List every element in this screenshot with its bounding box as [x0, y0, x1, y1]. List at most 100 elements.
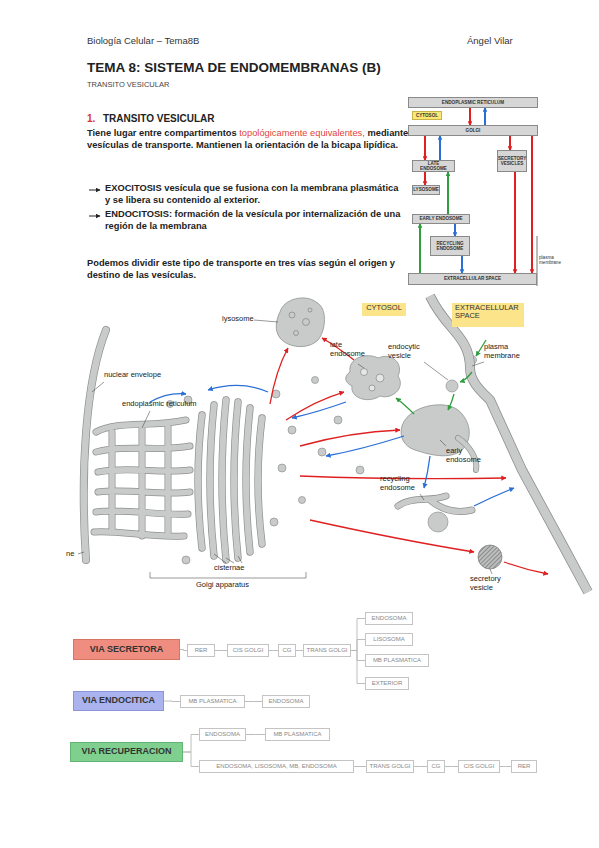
body-text: Podemos dividir este tipo de transporte …	[87, 258, 405, 281]
step-box: TRANS GOLGI	[303, 644, 351, 657]
node-text: ENDOPLASMIC RETICULUM	[442, 100, 504, 105]
node-text: RER	[518, 763, 531, 770]
flow-connector	[351, 619, 365, 651]
compartment-box: SECRETORY VESICLES	[497, 150, 527, 172]
part-label: cisternae	[214, 563, 244, 572]
body-text: Tiene lugar entre compartimentos	[87, 128, 237, 138]
node-text: VIA ENDOCITICA	[82, 696, 155, 706]
er-tubules	[94, 420, 190, 536]
node-text: SECRETORY VESICLES	[498, 156, 526, 166]
node-text: TRANS GOLGI	[369, 763, 410, 770]
compartment-box: EARLY ENDOSOME	[412, 214, 470, 224]
flow-connector	[245, 701, 262, 702]
bullet-text: ENDOCITOSIS: formación de la vesícula po…	[105, 209, 405, 232]
flow-connector	[164, 701, 180, 703]
step-box: EXTERIOR	[365, 677, 409, 690]
part-label: ne	[66, 549, 74, 558]
node-text: LISOSOMA	[373, 636, 404, 643]
part-label: plasma membrane	[484, 342, 534, 361]
transport-arrow	[514, 172, 516, 273]
bullet-text: EXOCITOSIS vesícula que se fusiona con l…	[105, 183, 405, 206]
transport-arrow	[531, 136, 533, 273]
illustration-area	[68, 296, 590, 594]
node-text: ENDOSOMA	[205, 731, 240, 738]
part-label: endocytic vesicle	[388, 342, 432, 361]
compartment-box: LATE ENDOSOME	[412, 160, 455, 172]
transport-arrow	[509, 136, 511, 150]
region-tag: CYTOSOL	[412, 111, 442, 120]
step-box: ENDOSOMA	[365, 612, 413, 625]
subtitle: TRANSITO VESICULAR	[87, 80, 169, 89]
transport-arrow	[454, 224, 456, 236]
compartment-box: GOLGI	[408, 125, 538, 136]
part-label: nuclear envelope	[104, 370, 161, 379]
step-box: MB PLASMATICA	[265, 728, 330, 741]
transport-arrow	[461, 256, 463, 273]
step-box: TRANS GOLGI	[366, 760, 414, 773]
lysosome-shape	[276, 298, 324, 347]
compartment-box: LYSOSOME	[412, 185, 440, 195]
vesicles	[167, 356, 477, 565]
node-text: MB PLASMATICA	[373, 657, 421, 664]
part-label: lysosome	[222, 314, 254, 323]
secretory-vesicle-shape	[478, 545, 502, 569]
part-label: endoplasmic reticulum	[122, 399, 197, 408]
transport-arrows	[150, 338, 548, 574]
region-tag: CYTOSOL	[362, 303, 406, 316]
header-text: Biología Celular – Tema8B	[87, 35, 199, 47]
pathway-box: VIA RECUPERACION	[70, 742, 183, 762]
step-box: ENDOSOMA	[262, 695, 310, 708]
node-text: VIA SECRETORA	[90, 645, 164, 655]
pathway-box: VIA ENDOCITICA	[73, 691, 164, 711]
node-text: RER	[195, 647, 208, 654]
node-text: RECYCLING ENDOSOME	[432, 241, 468, 251]
step-box: ENDOSOMA, LISOSOMA, MB, ENDOSOMA	[199, 760, 354, 773]
bullet-arrow	[89, 190, 100, 191]
nuclear-envelope	[84, 330, 106, 560]
node-text: ENDOSOMA	[268, 698, 303, 705]
leader-lines	[78, 320, 492, 578]
node-text: ENDOSOMA	[371, 615, 406, 622]
flow-connector	[296, 650, 303, 651]
highlight-text: topológicamente equivalentes,	[239, 128, 365, 138]
step-box: MB PLASMATICA	[365, 654, 429, 667]
flow-connector	[246, 734, 265, 735]
compartment-box: RECYCLING ENDOSOME	[430, 236, 470, 256]
transport-arrow	[424, 172, 426, 185]
flow-connector	[351, 640, 365, 651]
transport-arrow	[439, 136, 441, 160]
flow-connector	[500, 766, 511, 767]
region-tag: EXTRACELLULAR SPACE	[452, 303, 524, 327]
flow-connector	[180, 650, 187, 651]
flow-connector	[354, 766, 366, 767]
compartment-box: EXTRACELLULAR SPACE	[408, 273, 537, 285]
node-text: VIA RECUPERACION	[81, 747, 171, 757]
section-heading: TRANSITO VESICULAR	[103, 113, 215, 126]
step-box: ENDOSOMA	[199, 728, 246, 741]
pathway-box: VIA SECRETORA	[73, 639, 180, 660]
golgi-stack	[198, 400, 262, 560]
flow-connector	[183, 735, 199, 753]
transport-arrow	[469, 108, 471, 125]
late-endosome-shape	[346, 356, 401, 400]
node-text: CG	[432, 763, 441, 770]
page-title: TEMA 8: SISTEMA DE ENDOMEMBRANAS (B)	[87, 60, 381, 77]
flow-connector	[351, 651, 365, 661]
recycling-endosome-shape	[398, 496, 472, 512]
part-label: secretory vesicle	[470, 574, 516, 593]
compartment-box: ENDOPLASMIC RETICULUM	[408, 97, 538, 108]
node-text: ENDOSOMA, LISOSOMA, MB, ENDOSOMA	[216, 763, 336, 770]
flow-connector	[215, 650, 227, 651]
node-text: CIS GOLGI	[233, 647, 264, 654]
transport-arrow	[419, 224, 421, 273]
bullet-arrow	[89, 216, 100, 217]
step-box: CIS GOLGI	[227, 644, 269, 657]
node-text: CIS GOLGI	[464, 763, 495, 770]
node-text: LATE ENDOSOME	[414, 161, 453, 171]
node-text: MB PLASMATICA	[188, 698, 236, 705]
step-box: CG	[427, 760, 445, 773]
step-box: LISOSOMA	[365, 633, 413, 646]
part-label: late endosome	[330, 340, 372, 359]
node-text: CG	[283, 647, 292, 654]
